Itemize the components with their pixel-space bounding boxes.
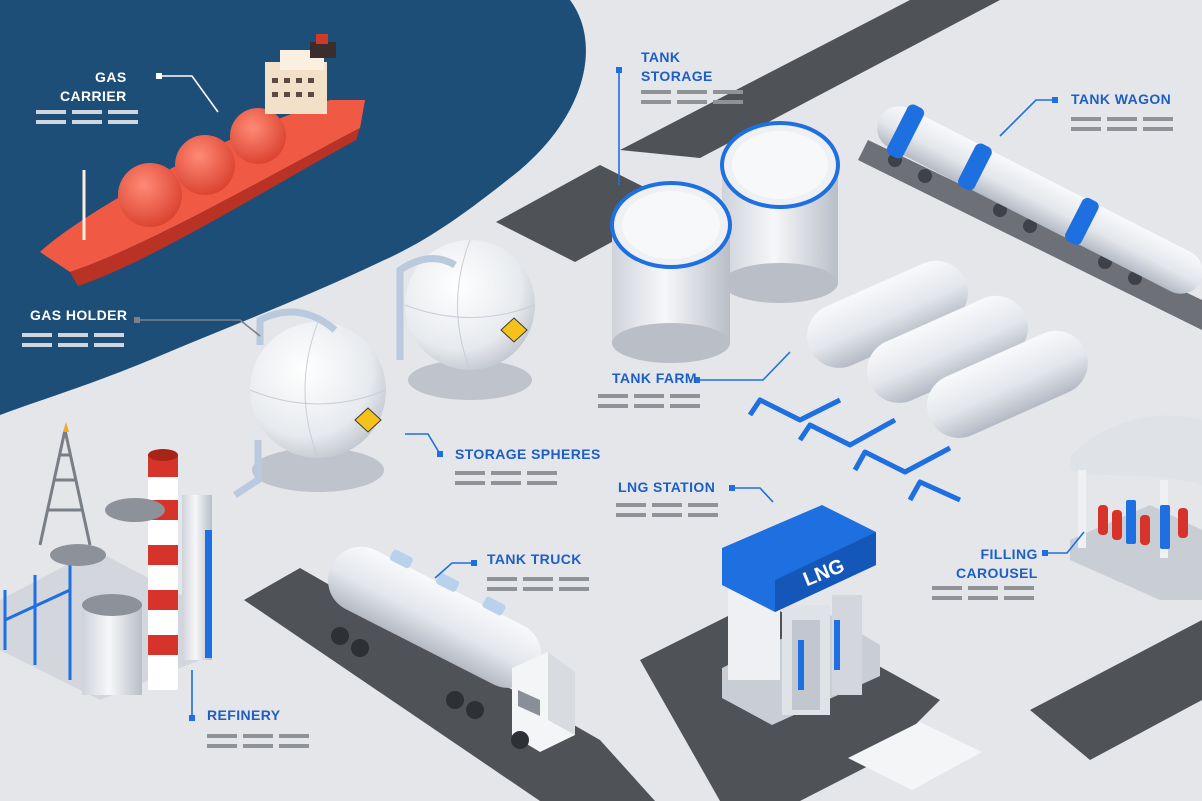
label-tank-storage-line2: STORAGE (641, 68, 713, 84)
lng-station (722, 505, 880, 725)
label-lng-station: LNG STATION (618, 479, 716, 495)
label-tank-wagon: TANK WAGON (1071, 91, 1172, 107)
label-gas-carrier-line2: CARRIER (60, 88, 127, 104)
road-crosswalk-patch (848, 722, 982, 790)
filling-carousel (1070, 415, 1202, 600)
label-tank-farm: TANK FARM (612, 370, 697, 386)
placeholder-lines (598, 394, 704, 414)
placeholder-lines (641, 90, 747, 110)
label-tank-storage-line1: TANK (641, 49, 681, 65)
placeholder-lines (207, 734, 313, 754)
storage-spheres (233, 239, 536, 498)
label-filling-carousel-line2: CAROUSEL (956, 565, 1038, 581)
label-tank-storage: TANK STORAGE (641, 48, 713, 86)
refinery (0, 422, 212, 700)
gas-carrier-ship (40, 34, 365, 286)
label-tank-truck: TANK TRUCK (487, 551, 582, 567)
label-filling-carousel: FILLING CAROUSEL (956, 545, 1038, 583)
placeholder-lines (22, 333, 128, 353)
placeholder-lines (1071, 117, 1177, 137)
flammable-warning-icon (354, 317, 528, 433)
placeholder-lines (932, 586, 1038, 606)
tank-storage (610, 121, 840, 363)
label-gas-carrier: GAS CARRIER (60, 68, 127, 106)
placeholder-lines (616, 503, 722, 523)
label-gas-carrier-line1: GAS (95, 69, 127, 85)
tank-wagon-train (858, 104, 1202, 330)
leader-lines (137, 70, 1085, 718)
label-refinery: REFINERY (207, 707, 281, 723)
placeholder-lines (455, 471, 561, 491)
placeholder-lines (487, 577, 593, 597)
label-storage-spheres: STORAGE SPHERES (455, 446, 601, 462)
label-gas-holder: GAS HOLDER (30, 307, 128, 323)
placeholder-lines (36, 110, 142, 130)
label-filling-carousel-line1: FILLING (980, 546, 1038, 562)
tank-farm (747, 260, 1088, 503)
tank-truck (328, 546, 575, 752)
leader-dots (134, 67, 1058, 721)
sea (0, 0, 586, 415)
